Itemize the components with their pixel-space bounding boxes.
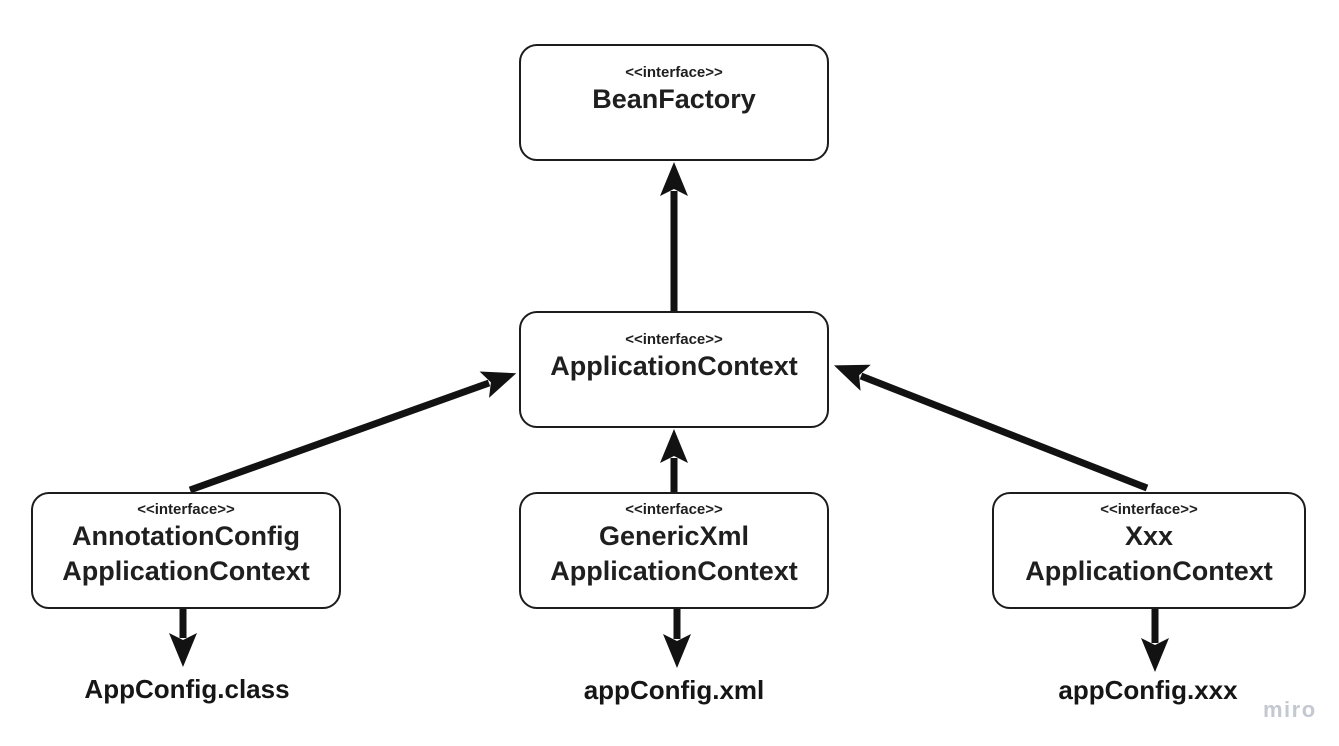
miro-watermark-logo: miro	[1263, 697, 1317, 722]
node-application-context: <<interface>> ApplicationContext	[519, 311, 829, 428]
stereotype-label: <<interface>>	[137, 501, 235, 518]
node-title-line-1: Xxx	[1124, 521, 1174, 551]
arrow-xxx-to-applicationcontext	[833, 364, 1149, 492]
stereotype-label: <<interface>>	[625, 331, 723, 348]
stereotype-label: <<interface>>	[625, 501, 723, 518]
node-title-line-2: ApplicationContext	[1025, 556, 1273, 586]
node-title-line-2: ApplicationContext	[550, 556, 798, 586]
arrow-annotationconfig-to-applicationcontext	[188, 371, 517, 494]
node-annotation-config-application-context: <<interface>> AnnotationConfig Applicati…	[31, 492, 341, 609]
node-generic-xml-application-context: <<interface>> GenericXml ApplicationCont…	[519, 492, 829, 609]
node-title: BeanFactory	[592, 84, 756, 114]
node-xxx-application-context: <<interface>> Xxx ApplicationContext	[992, 492, 1306, 609]
node-title-line-1: AnnotationConfig	[72, 521, 300, 551]
node-bean-factory: <<interface>> BeanFactory	[519, 44, 829, 161]
node-title: ApplicationContext	[550, 351, 798, 381]
label-appconfig-xml: appConfig.xml	[583, 675, 765, 705]
node-title-line-1: GenericXml	[598, 521, 750, 551]
label-appconfig-class: AppConfig.class	[84, 674, 290, 704]
stereotype-label: <<interface>>	[1100, 501, 1198, 518]
stereotype-label: <<interface>>	[625, 64, 723, 81]
node-title-line-2: ApplicationContext	[62, 556, 310, 586]
label-appconfig-xxx: appConfig.xxx	[1058, 675, 1238, 705]
